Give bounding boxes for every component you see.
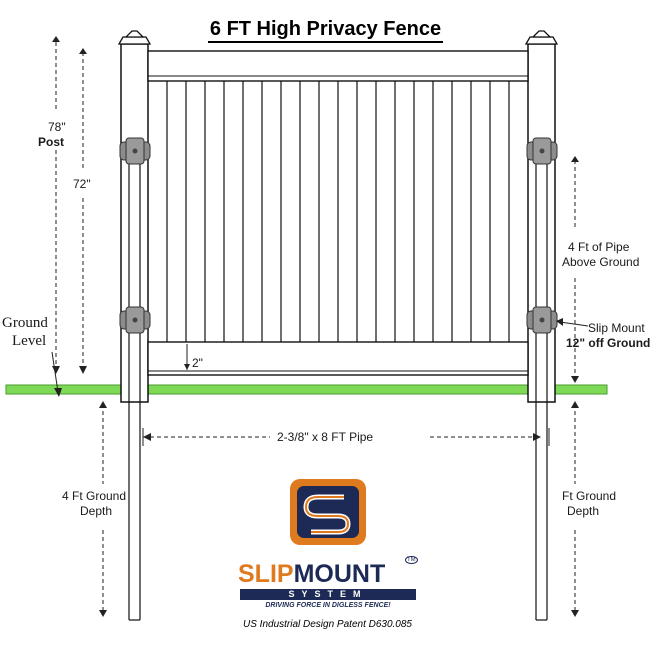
post-height-label: 78" [48,120,66,134]
fence-pickets [166,81,510,342]
top-rail [147,50,529,82]
arrow-icon [556,318,589,327]
ground-level-strip [5,384,608,395]
left-pipe [128,140,141,621]
brand-name: SLIPMOUNT [238,560,386,588]
page-title: 6 FT High Privacy Fence [0,18,651,43]
pipe-above-dimension [571,156,579,383]
trademark-badge: TM [405,556,418,564]
bottom-rail [147,341,529,376]
arrow-icon [184,344,190,370]
ground-depth-left-line1: 4 Ft Ground [62,489,127,503]
slipmount-logo-icon [290,479,366,545]
fence-height-label: 72" [73,177,91,191]
ground-depth-right-line2: Depth [567,504,600,518]
pipe-above-line1: 4 Ft of Pipe [568,240,630,254]
tagline: DRIVING FORCE IN DIGLESS FENCE! [265,602,391,609]
slip-mount-line1: Slip Mount [588,321,645,335]
left-post [117,30,152,403]
pipe-size-label: 2-3/8" x 8 FT Pipe [277,430,374,444]
arrow-icon [51,351,62,397]
system-bar: SYSTEM [240,589,416,600]
bracket-icon [119,306,151,334]
bracket-icon [526,137,558,165]
ground-depth-left-dimension [99,401,107,617]
ground-depth-right-dimension [571,401,579,617]
ground-label-line1: Ground [2,315,48,331]
patent-text: US Industrial Design Patent D630.085 [243,619,412,630]
bracket-icon [119,137,151,165]
bracket-icon [526,306,558,334]
post-height-dimension [52,36,60,374]
right-post [524,30,559,403]
pipe-above-line2: Above Ground [562,255,640,269]
ground-label-line2: Level [12,333,47,349]
ground-depth-left-line2: Depth [80,504,113,518]
pipe-size-dimension [142,428,550,446]
right-pipe [535,140,548,621]
fence-height-dimension [79,48,87,374]
post-word-label: Post [38,135,65,149]
slip-mount-line2: 12" off Ground [566,336,651,350]
bottom-gap-label: 2" [192,356,203,370]
ground-depth-right-line1: Ft Ground [562,489,617,503]
